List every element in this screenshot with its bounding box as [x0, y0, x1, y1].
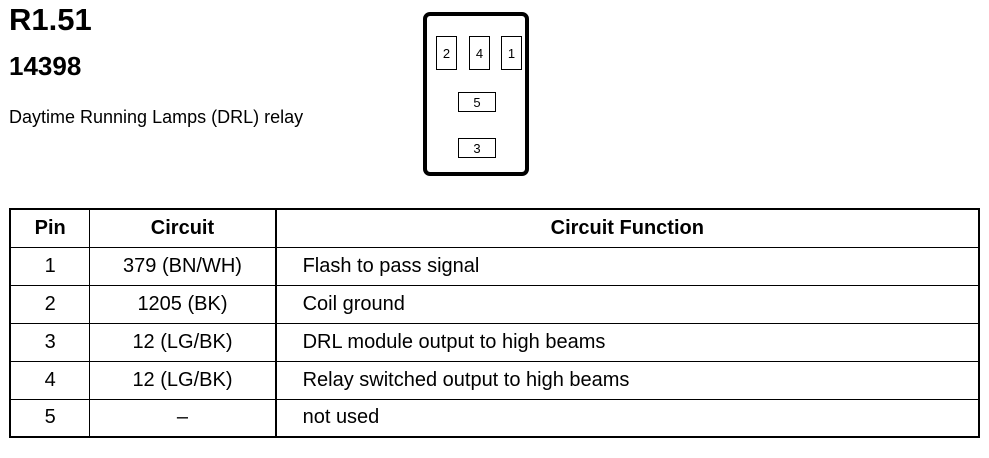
pin-cell: 3 — [9, 322, 91, 362]
table-header-row: Pin Circuit Circuit Function — [9, 208, 980, 248]
header-circuit: Circuit — [89, 208, 277, 248]
function-cell: Coil ground — [274, 284, 980, 324]
circuit-cell: – — [89, 398, 277, 437]
pin-cell: 1 — [9, 246, 91, 286]
table-row: 4 12 (LG/BK) Relay switched output to hi… — [9, 360, 980, 400]
table-row: 3 12 (LG/BK) DRL module output to high b… — [9, 322, 980, 362]
table-row: 5 – not used — [9, 398, 980, 437]
function-cell: Relay switched output to high beams — [274, 360, 980, 400]
circuit-cell: 1205 (BK) — [89, 284, 277, 324]
pin-cell: 2 — [9, 284, 91, 324]
circuit-cell: 12 (LG/BK) — [89, 322, 277, 362]
connector-diagram: 2 4 1 5 3 — [423, 12, 529, 176]
connector-pin-2: 2 — [436, 36, 457, 70]
component-code: R1.51 — [9, 2, 92, 37]
connector-pin-5: 5 — [458, 92, 496, 112]
function-cell: Flash to pass signal — [274, 246, 980, 286]
function-cell: DRL module output to high beams — [274, 322, 980, 362]
circuit-cell: 379 (BN/WH) — [89, 246, 277, 286]
table-row: 2 1205 (BK) Coil ground — [9, 284, 980, 324]
connector-pin-4: 4 — [469, 36, 490, 70]
header-pin: Pin — [9, 208, 91, 248]
function-cell: not used — [274, 398, 980, 437]
table-row: 1 379 (BN/WH) Flash to pass signal — [9, 246, 980, 286]
connector-pin-1: 1 — [501, 36, 522, 70]
connector-pin-3: 3 — [458, 138, 496, 158]
circuit-cell: 12 (LG/BK) — [89, 360, 277, 400]
header-circuit-function: Circuit Function — [274, 208, 980, 248]
part-number: 14398 — [9, 51, 82, 81]
pin-cell: 5 — [9, 398, 91, 437]
pin-cell: 4 — [9, 360, 91, 400]
pin-table: Pin Circuit Circuit Function 1 379 (BN/W… — [9, 208, 980, 438]
component-description: Daytime Running Lamps (DRL) relay — [9, 107, 304, 127]
